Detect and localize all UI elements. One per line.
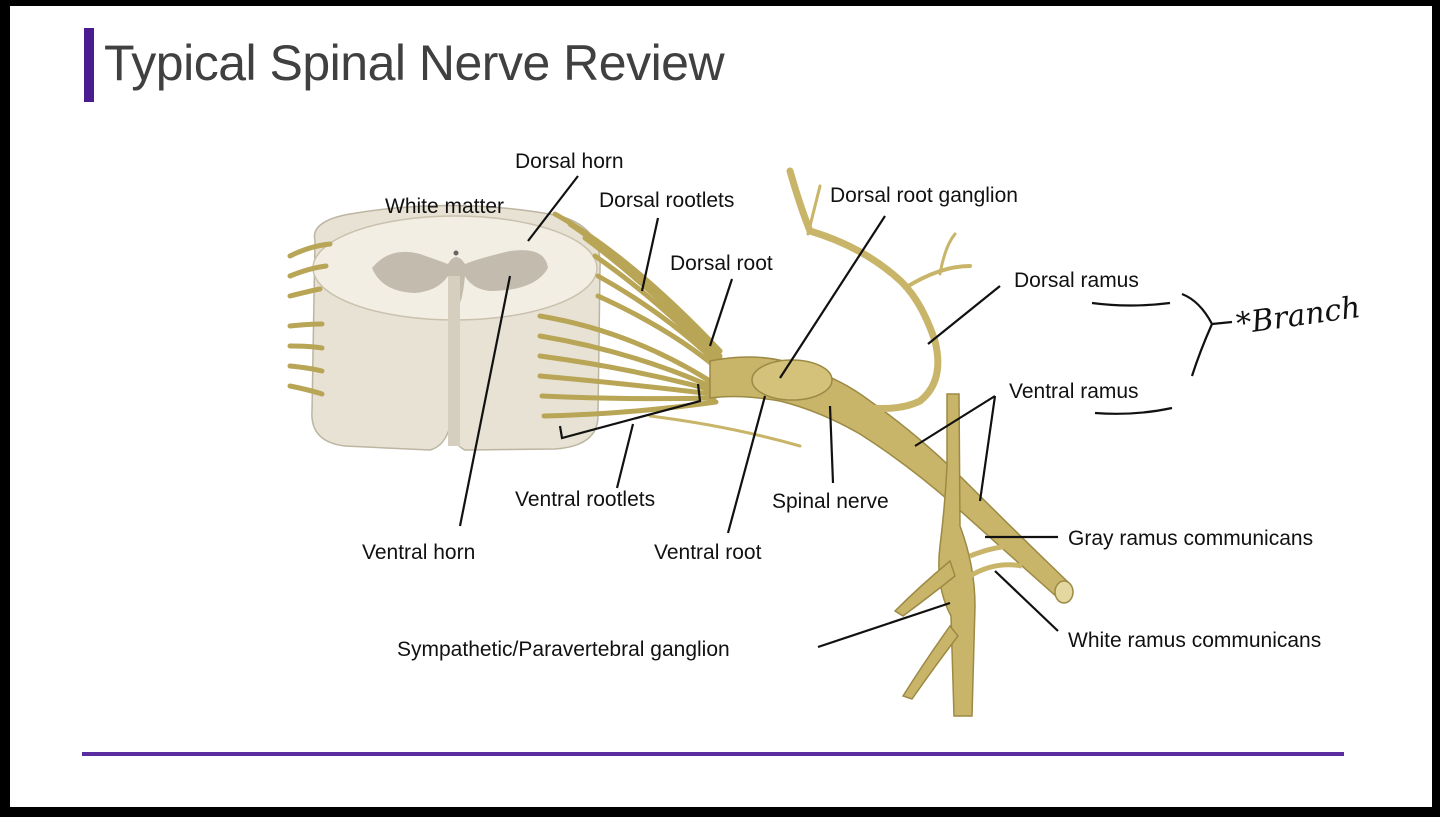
spinal-nerve-diagram: Dorsal horn White matter Dorsal rootlets… <box>287 150 1363 717</box>
nerve-trunk <box>709 356 1074 604</box>
label-dorsal-ramus: Dorsal ramus <box>1014 269 1139 292</box>
title-accent-bar <box>84 28 94 102</box>
label-white-matter: White matter <box>385 195 504 218</box>
label-dorsal-rootlets: Dorsal rootlets <box>599 189 734 212</box>
label-ventral-root: Ventral root <box>654 541 762 564</box>
label-spinal-nerve: Spinal nerve <box>772 490 889 513</box>
sympathetic-chain <box>893 393 1023 717</box>
left-rootlets <box>287 241 333 397</box>
label-ventral-horn: Ventral horn <box>362 541 475 564</box>
ventral-rootlets <box>537 313 719 419</box>
handwritten-branch-note: *Branch <box>1234 290 1362 342</box>
leader-lines <box>458 175 1059 649</box>
spinal-cord <box>311 204 601 451</box>
label-dorsal-root: Dorsal root <box>670 252 773 275</box>
label-ventral-ramus: Ventral ramus <box>1009 380 1139 403</box>
label-white-ramus: White ramus communicans <box>1068 629 1321 652</box>
footer-divider <box>82 752 1344 756</box>
label-gray-ramus: Gray ramus communicans <box>1068 527 1313 550</box>
label-ventral-rootlets: Ventral rootlets <box>515 488 655 511</box>
dorsal-ramus-branches <box>786 167 972 412</box>
label-dorsal-root-ganglion: Dorsal root ganglion <box>830 184 1018 207</box>
label-sympathetic-ganglion: Sympathetic/Paravertebral ganglion <box>397 638 730 661</box>
ventral-branch <box>648 414 802 448</box>
labels: Dorsal horn White matter Dorsal rootlets… <box>362 150 1321 661</box>
slide: Typical Spinal Nerve Review <box>10 6 1432 807</box>
slide-title: Typical Spinal Nerve Review <box>104 35 725 91</box>
ventral-rootlets-bracket <box>558 383 702 440</box>
label-dorsal-horn: Dorsal horn <box>515 150 624 173</box>
